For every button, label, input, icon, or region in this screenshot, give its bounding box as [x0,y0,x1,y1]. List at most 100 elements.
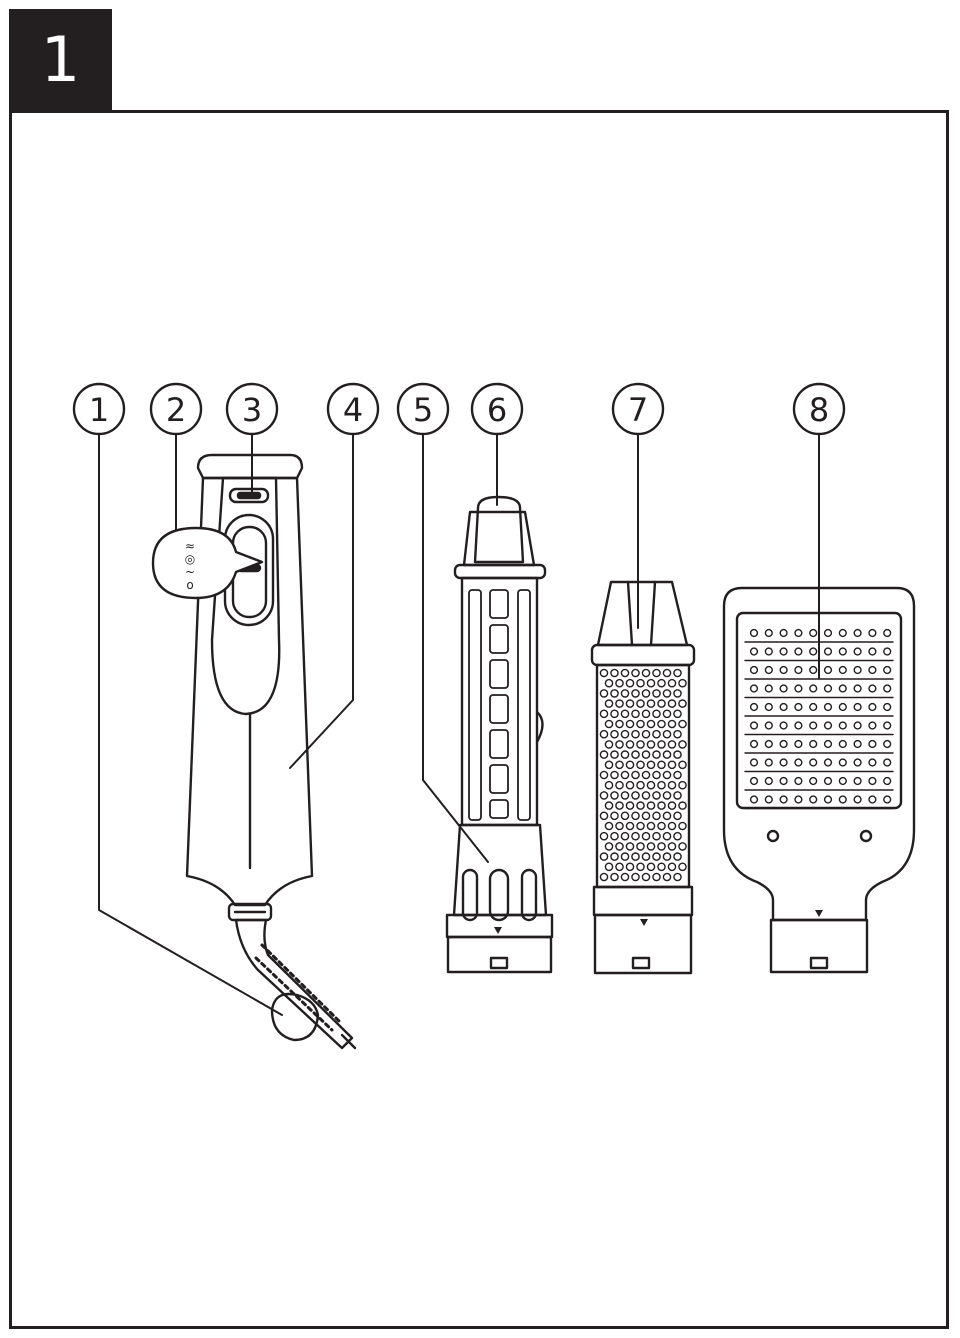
perforation-hole [657,719,666,729]
perforation-hole [667,780,677,790]
perforation-hole [631,729,640,739]
bristle-dot [853,795,862,804]
perforation-hole [662,729,672,739]
perforation-hole [652,709,661,719]
bristle-dot [868,758,877,767]
bristle-dot [764,665,773,675]
bristle-dot [764,739,773,749]
perforation-hole [641,791,651,800]
perforation-hole [646,760,656,770]
perforation-hole [610,791,619,800]
perforation-hole [657,842,666,851]
perforation-hole [673,689,682,698]
svg-text:o: o [186,578,193,592]
bristle-dot [764,795,773,804]
perforation-hole [641,729,651,739]
bristle-dot [823,684,833,693]
perforation-hole [657,760,666,770]
perforation-hole [604,699,614,708]
bristle-dot [779,758,788,767]
perforation-hole [620,668,630,678]
figure-number-tab: 1 [9,9,112,110]
callout-6: 6 [470,382,524,436]
bristle-dot [794,628,803,638]
bristle-dot [868,647,877,656]
bristle-dot [883,665,892,675]
bristle-dot [883,758,892,767]
perforation-hole [599,729,609,739]
perforation-hole [615,862,624,872]
bristle-dot [838,665,847,675]
bristle-dot [794,739,803,749]
callout-label: 8 [809,391,829,429]
bristle-dot [809,739,818,749]
bristle-dot [883,739,892,749]
figure-number: 1 [40,22,81,96]
perforation-hole [610,770,619,780]
callout-3: 3 [225,382,279,436]
perforation-hole [625,801,635,810]
perforation-hole [615,740,624,749]
perforation-hole [652,689,661,698]
leader-line-1 [98,433,283,1016]
perforation-hole [641,668,651,678]
bristle-dot [838,647,847,656]
bristle-dot [749,684,759,693]
perforation-hole [620,791,630,800]
perforation-hole [673,750,682,759]
perforation-hole [652,750,661,759]
perforation-hole [615,678,624,688]
perforation-hole [599,750,609,759]
bristle-dot [749,739,759,749]
perforation-hole [678,842,687,851]
perforation-hole [636,801,645,810]
perforation-hole [620,689,630,698]
bristle-dot [779,721,788,730]
perforation-hole [667,862,677,872]
bristle-dot [868,739,877,749]
perforation-hole [599,668,609,678]
perforation-hole [652,872,661,882]
perforation-hole [646,821,656,831]
callout-label: 2 [166,391,186,429]
perforation-hole [620,852,630,861]
callout-7: 7 [611,382,665,436]
perforation-hole [610,709,619,719]
perforation-hole [652,831,661,841]
perforation-hole [610,831,619,841]
perforation-hole [673,872,682,882]
perforation-hole [625,678,635,688]
perforation-hole [678,780,687,790]
perforation-hole [662,709,672,719]
bristle-dot [838,684,847,693]
perforation-hole [620,872,630,882]
perforation-hole [636,862,645,872]
bristle-dot [809,776,818,786]
callout-label: 4 [343,391,363,429]
perforation-hole [631,668,640,678]
leader-lines [98,433,820,1016]
leader-line-4 [289,433,354,769]
perforation-hole [610,811,619,821]
bristle-dot [779,665,788,675]
bristle-dot [794,684,803,693]
perforation-hole [646,740,656,749]
perforation-hole [599,852,609,861]
perforation-hole [615,760,624,770]
bristle-dot [823,739,833,749]
bristle-dot [853,739,862,749]
perforation-hole [625,821,635,831]
perforation-hole [652,852,661,861]
perforation-hole [620,831,630,841]
bristle-dot [853,647,862,656]
perforation-hole [646,719,656,729]
perforation-hole [604,801,614,810]
callout-2: 2 [149,382,203,436]
bristle-dot [764,647,773,656]
straightening-brush-attachment [722,586,916,974]
bristle-dot [853,702,862,712]
perforation-hole [678,678,687,688]
perforation-hole [636,699,645,708]
perforation-hole [673,791,682,800]
perforation-hole [631,852,640,861]
